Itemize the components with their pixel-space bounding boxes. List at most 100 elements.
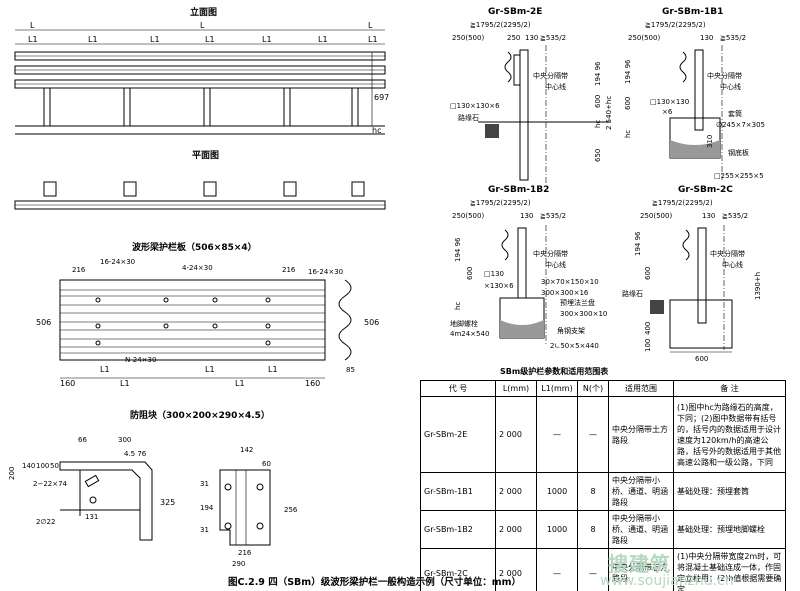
elevation-title: 立面图 [190, 6, 217, 18]
dim-100: 100 [36, 462, 49, 470]
sec1b2-d130: 130 [520, 212, 533, 220]
dim-194: 194 [200, 504, 214, 512]
sec2c-d1390: 1390+h [754, 272, 762, 300]
watermark: 搜建筑 [608, 552, 671, 576]
sec2e-center: 中心线 [545, 82, 566, 91]
sec1b2-flange0: 30×70×150×10 [541, 278, 599, 286]
col-code: 代 号 [420, 380, 496, 397]
cell-L: 2 000 [495, 510, 537, 549]
sec2c-d130: 130 [702, 212, 715, 220]
sec2c-rail [682, 229, 690, 261]
sec2e-curb-block [485, 124, 499, 138]
dim-131: 131 [85, 513, 98, 521]
sec1b2-median: 中央分隔带 [533, 249, 568, 258]
dim-200: 200 [8, 467, 16, 480]
dim-L1-p4: L1 [235, 379, 245, 388]
cell-scope: 中央分隔带土方路段 [608, 396, 674, 473]
sec1b1-plate-dim: □255×255×5 [714, 172, 764, 180]
spec-table-header: 代 号 L(mm) L1(mm) N(个) 适用范围 备 注 [420, 380, 786, 397]
holes-16-right: 16-24×30 [308, 268, 343, 276]
dim-256: 256 [284, 506, 298, 514]
dim-31-bottom: 31 [200, 526, 209, 534]
dim-4576: 4.5 76 [124, 450, 147, 458]
sec1b1-d310: 310 [706, 135, 714, 148]
sec2e-hc: hc [594, 120, 602, 128]
sec2c-curb-block [650, 300, 664, 314]
sec1b1-d19496: 194 96 [624, 59, 632, 84]
dim-216-right: 216 [282, 266, 296, 274]
holes-N: N-24×30 [125, 356, 156, 364]
sec1b1-title: Gr-SBm-1B1 [662, 7, 723, 17]
dim-85: 85 [346, 366, 355, 374]
sec2c-d600: 600 [644, 267, 652, 280]
dim-216-block: 216 [238, 549, 252, 557]
sec2e-rail [504, 51, 512, 83]
cell-N: — [577, 396, 609, 473]
sec2e-curb: 路缘石 [458, 113, 479, 122]
sec1b1-rail [679, 51, 687, 83]
sec1b2-d535: ≧535/2 [540, 212, 566, 220]
col-L1: L1(mm) [536, 380, 578, 397]
figure-caption: 图C.2.9 四（SBm）级波形梁护栏一般构造示例（尺寸单位：mm） [228, 577, 521, 588]
sec2c-d250: 250(500) [640, 212, 672, 220]
sec2e-d250: 250(500) [452, 34, 484, 42]
cell-L1: — [536, 548, 578, 591]
sec2c-median: 中央分隔带 [710, 249, 745, 258]
cell-code: Gr-SBm-2E [420, 396, 496, 473]
dim-L1-6: L1 [318, 35, 328, 44]
sec1b1-post [694, 49, 704, 131]
sec1b1-sleeve: 套筒 [728, 109, 742, 118]
sec1b2-flange-plate: 预埋法兰盘 [560, 298, 595, 307]
dim-L1-1: L1 [28, 35, 38, 44]
dim-160-right: 160 [305, 379, 320, 388]
cell-scope: 中央分隔带小桥、通道、明涵路段 [608, 510, 674, 549]
sec1b1-center: 中心线 [720, 82, 741, 91]
cell-code: Gr-SBm-1B1 [420, 472, 496, 511]
sec1b1-base [670, 140, 720, 158]
sec2e-title: Gr-SBm-2E [488, 7, 542, 17]
dim-216-left: 216 [72, 266, 86, 274]
sec2e-d250b: 250 [507, 34, 520, 42]
sec2c-d600b: 600 [695, 355, 708, 363]
sec2e-d540: 2 540+hc [605, 96, 613, 130]
sec1b2-rail [501, 229, 509, 261]
sec1b1-plate: 钢底板 [728, 148, 749, 157]
sec1b1-post-label: □130×130 [650, 98, 689, 106]
sec1b2-title: Gr-SBm-1B2 [488, 185, 549, 195]
cell-scope: 中央分隔带小桥、通道、明涵路段 [608, 472, 674, 511]
cell-L: 2 000 [495, 396, 537, 473]
dim-L1-2: L1 [88, 35, 98, 44]
elevation-posts [43, 87, 359, 127]
dim-325: 325 [160, 498, 175, 507]
sec2e-d650: 650 [594, 149, 602, 162]
cell-L: 2 000 [495, 472, 537, 511]
cell-notes: (1)图中hc为路缘石的高度，下同；(2)图中数据带有括号的，括号内的数据适用于… [673, 396, 786, 473]
sec1b1-d1795: ≧1795/2(2295/2) [645, 21, 706, 29]
dim-506-right: 506 [364, 318, 379, 327]
holes-4: 4-24×30 [182, 264, 213, 272]
dim-L1-3: L1 [150, 35, 160, 44]
cell-notes: (1)中央分隔带宽度2m时，可将混凝土基础连成一体，作固定立柱用；(2)h值根据… [673, 548, 786, 591]
dim-2-22x74: 2−22×74 [33, 480, 68, 488]
sec2e-d19496: 194 96 [594, 61, 602, 86]
dim-506-left: 506 [36, 318, 51, 327]
dim-L1-5: L1 [262, 35, 272, 44]
sec1b1-d130: 130 [700, 34, 713, 42]
cell-N: 8 [577, 472, 609, 511]
block-title: 防阻块（300×200×290×4.5） [130, 409, 270, 421]
cell-L1: — [536, 396, 578, 473]
sec1b2-flange2: 300×300×10 [560, 310, 607, 318]
sec2c-d100: 100 [644, 339, 652, 352]
sec1b2-d600: 600 [466, 267, 474, 280]
dim-L1-p3: L1 [205, 365, 215, 374]
panel-corrugation [60, 289, 325, 354]
sec1b1-median: 中央分隔带 [707, 71, 742, 80]
sec1b2-post [517, 227, 527, 299]
col-notes: 备 注 [673, 380, 786, 397]
dim-2phi22: 2∅22 [36, 518, 55, 526]
sec1b2-d1795: ≧1795/2(2295/2) [470, 199, 531, 207]
cell-N: 8 [577, 510, 609, 549]
dim-L1-p5: L1 [268, 365, 278, 374]
block-side-view [59, 461, 153, 541]
